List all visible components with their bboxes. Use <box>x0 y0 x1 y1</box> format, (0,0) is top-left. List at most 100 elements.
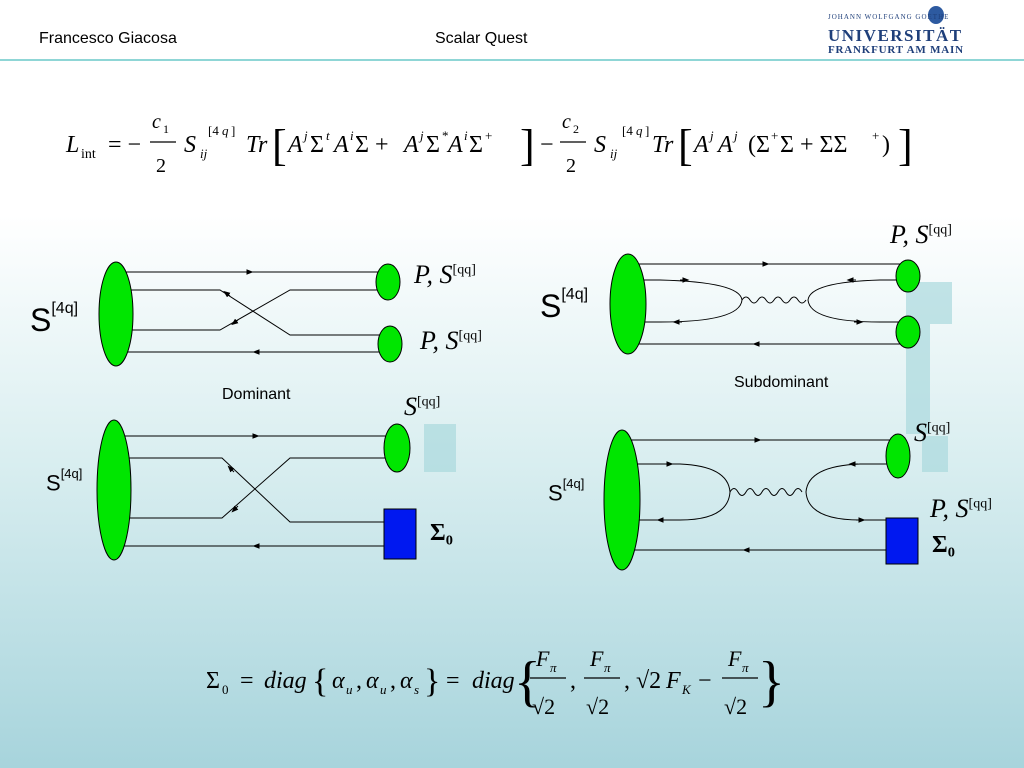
svg-text:S: S <box>594 132 606 158</box>
source-label-sup: [4q] <box>51 300 79 318</box>
svg-text:Tr: Tr <box>652 132 674 158</box>
output-label-sup: [qq] <box>452 262 476 278</box>
source-label-text: S <box>540 288 562 324</box>
svg-text:diag: diag <box>264 668 307 694</box>
output-label-sup: [qq] <box>927 420 951 436</box>
diagram-dominant-sigma <box>114 433 386 549</box>
svg-text:Σ: Σ <box>426 132 440 158</box>
diagram-dominant <box>118 269 380 355</box>
svg-text:F: F <box>665 668 681 694</box>
svg-text:F: F <box>535 646 550 671</box>
source-label-sup: [4q] <box>562 476 585 491</box>
svg-text:Σ: Σ <box>310 132 324 158</box>
source-blob <box>609 253 647 355</box>
svg-text:c: c <box>562 111 571 133</box>
svg-text:(Σ: (Σ <box>748 132 770 158</box>
svg-text:π: π <box>604 660 611 675</box>
slide-title: Scalar Quest <box>435 30 528 47</box>
svg-text:,: , <box>356 668 362 694</box>
svg-text:0: 0 <box>222 682 229 697</box>
sigma0-label: Σ₀ <box>932 532 955 558</box>
svg-text:1: 1 <box>163 122 169 136</box>
svg-text:√2: √2 <box>586 694 609 719</box>
svg-text:2: 2 <box>156 155 166 177</box>
svg-text:√2: √2 <box>532 694 555 719</box>
svg-text:,: , <box>570 668 576 694</box>
svg-text:α: α <box>332 668 345 694</box>
source-blob <box>96 419 132 561</box>
svg-text:]: ] <box>898 121 913 170</box>
svg-text:Σ +: Σ + <box>355 132 389 158</box>
svg-text:α: α <box>400 668 413 694</box>
svg-text:*: * <box>442 128 449 143</box>
source-label-subdominant-sigma: S[4q] <box>548 476 584 506</box>
svg-text:2: 2 <box>573 122 579 136</box>
svg-text:L: L <box>65 132 79 158</box>
svg-text:t: t <box>326 128 330 143</box>
svg-text:]: ] <box>231 123 235 138</box>
output-label-sup: [qq] <box>928 222 952 238</box>
output-label-text: S <box>404 392 417 421</box>
svg-text:+: + <box>872 128 879 143</box>
output-label: P, S[qq] <box>414 260 476 290</box>
svg-text:π: π <box>742 660 749 675</box>
svg-text:{: { <box>312 663 328 700</box>
output-label: P, S[qq] <box>930 494 992 524</box>
svg-text:A: A <box>716 132 733 158</box>
header-divider <box>0 59 1024 61</box>
slide-header: Francesco Giacosa Scalar Quest JOHANN WO… <box>0 0 1024 61</box>
svg-text:]: ] <box>645 123 649 138</box>
bg-square <box>424 424 456 472</box>
author-name: Francesco Giacosa <box>39 30 177 47</box>
svg-text:√2: √2 <box>724 694 747 719</box>
svg-text:=: = <box>446 668 460 694</box>
output-label-sup: [qq] <box>458 328 482 344</box>
svg-text:A: A <box>286 132 303 158</box>
source-label-text: S <box>548 480 563 506</box>
svg-text:[4: [4 <box>208 123 219 138</box>
goethe-crest-icon <box>928 6 944 24</box>
svg-text:j: j <box>302 128 308 143</box>
svg-text:S: S <box>184 132 196 158</box>
svg-text:α: α <box>366 668 379 694</box>
svg-text:s: s <box>414 682 419 697</box>
svg-text:j: j <box>418 128 424 143</box>
svg-text:2: 2 <box>566 155 576 177</box>
output-label: P, S[qq] <box>890 220 952 250</box>
svg-text:int: int <box>81 147 96 162</box>
diagram-subdominant <box>628 261 900 347</box>
sigma0-box <box>383 508 417 560</box>
subdominant-caption: Subdominant <box>734 374 829 391</box>
svg-text:}: } <box>424 663 440 700</box>
source-label-dominant-sigma: S[4q] <box>46 466 82 496</box>
svg-text:diag: diag <box>472 668 515 694</box>
svg-text:,: , <box>624 668 630 694</box>
svg-text:A: A <box>692 132 709 158</box>
svg-text:u: u <box>380 682 387 697</box>
diagram-subdominant-sigma <box>622 437 890 553</box>
sigma0-label: Σ₀ <box>430 520 453 546</box>
svg-text:j: j <box>732 128 738 143</box>
output-label: P, S[qq] <box>420 326 482 356</box>
output-label-text: P, S <box>890 220 929 249</box>
svg-text:}: } <box>758 651 785 713</box>
svg-text:q: q <box>636 123 643 138</box>
output-label-sup: [qq] <box>968 496 992 512</box>
svg-text:A: A <box>446 132 463 158</box>
svg-text:i: i <box>350 128 354 143</box>
logo-line-3: FRANKFURT AM MAIN <box>828 44 964 56</box>
svg-text:Σ + ΣΣ: Σ + ΣΣ <box>780 132 847 158</box>
output-label-sup: [qq] <box>417 394 441 410</box>
svg-text:c: c <box>152 111 161 133</box>
svg-text:q: q <box>222 123 229 138</box>
source-label-sup: [4q] <box>60 466 83 481</box>
output-label-text: P, S <box>930 494 969 523</box>
output-label-text: P, S <box>414 260 453 289</box>
output-label: S[qq] <box>914 418 950 448</box>
svg-text:[: [ <box>678 121 693 170</box>
bg-square <box>922 436 948 472</box>
logo-line-1: JOHANN WOLFGANG GOETHE <box>828 13 950 21</box>
source-label-text: S <box>30 302 52 338</box>
